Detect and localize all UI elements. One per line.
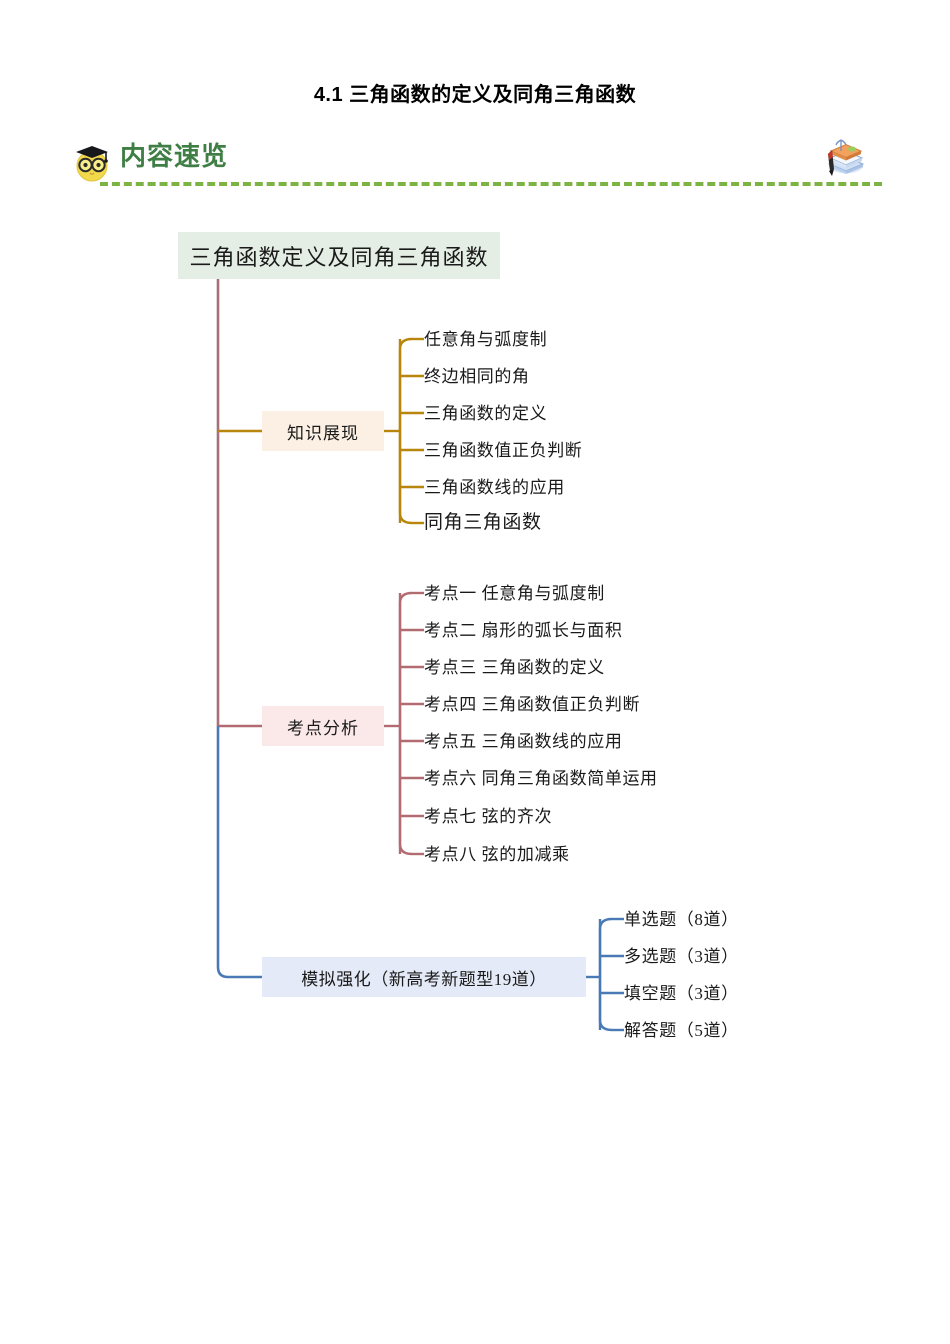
bracket-branch-1 (398, 337, 413, 525)
leaf-exam-point-4[interactable]: 考点四 三角函数值正负判断 (424, 695, 641, 714)
content-overview-header: 内容速览 (68, 132, 882, 190)
leaf-exam-point-8[interactable]: 考点八 弦的加减乘 (424, 845, 570, 864)
bracket-branch-3 (598, 917, 613, 1032)
leaf-knowledge-5[interactable]: 三角函数线的应用 (424, 478, 565, 497)
stacked-books-icon (827, 139, 865, 176)
leaf-knowledge-3[interactable]: 三角函数的定义 (424, 404, 548, 423)
leaf-practice-2[interactable]: 多选题（3道） (624, 947, 739, 966)
mindmap-branch-knowledge[interactable]: 知识展现 (262, 411, 384, 451)
content-overview-label: 内容速览 (120, 141, 229, 171)
leaf-knowledge-2[interactable]: 终边相同的角 (424, 367, 530, 386)
leaf-exam-point-6[interactable]: 考点六 同角三角函数简单运用 (424, 769, 658, 788)
leaf-exam-point-1[interactable]: 考点一 任意角与弧度制 (424, 584, 605, 603)
owl-graduate-icon (76, 146, 108, 182)
trunk-lower (216, 726, 262, 979)
leaf-knowledge-1[interactable]: 任意角与弧度制 (424, 330, 548, 349)
mindmap-branch-practice[interactable]: 模拟强化（新高考新题型19道） (262, 957, 586, 997)
header-divider (100, 182, 882, 186)
leaf-exam-point-2[interactable]: 考点二 扇形的弧长与面积 (424, 621, 623, 640)
leaf-exam-point-3[interactable]: 考点三 三角函数的定义 (424, 658, 605, 677)
leaf-knowledge-4[interactable]: 三角函数值正负判断 (424, 441, 583, 460)
leaf-practice-4[interactable]: 解答题（5道） (624, 1021, 739, 1040)
leaf-exam-point-7[interactable]: 考点七 弦的齐次 (424, 807, 553, 826)
leaf-exam-point-5[interactable]: 考点五 三角函数线的应用 (424, 732, 623, 751)
leaf-practice-3[interactable]: 填空题（3道） (624, 984, 739, 1003)
mindmap-branch-exam-points[interactable]: 考点分析 (262, 706, 384, 746)
mindmap-root-node[interactable]: 三角函数定义及同角三角函数 (178, 232, 500, 279)
page-title: 4.1 三角函数的定义及同角三角函数 (313, 84, 637, 106)
leaf-practice-1[interactable]: 单选题（8道） (624, 910, 739, 929)
leaf-knowledge-6[interactable]: 同角三角函数 (424, 512, 542, 533)
